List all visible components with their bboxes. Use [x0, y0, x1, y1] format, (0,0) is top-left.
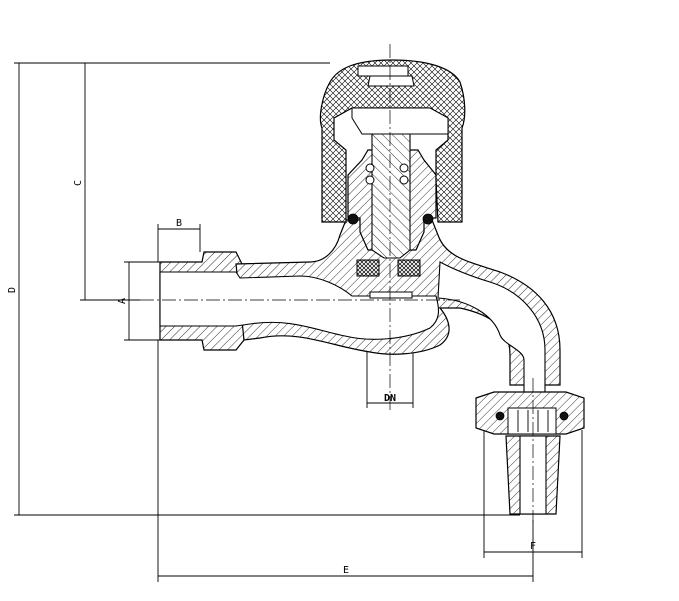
dimension-b: B — [157, 218, 201, 262]
handle-top-insert — [367, 75, 415, 87]
dimension-f: F — [483, 430, 583, 558]
dimension-b-label: B — [176, 218, 182, 229]
dimension-f-label: F — [530, 541, 536, 552]
seal-right — [422, 213, 434, 225]
nut-seal-left — [495, 411, 505, 421]
o-ring-left-bottom — [365, 175, 375, 185]
aerator-insert — [507, 407, 557, 435]
dimension-e-label: E — [343, 565, 349, 576]
handle — [319, 59, 466, 223]
washer-left — [356, 259, 380, 277]
handle-top-button — [357, 65, 409, 77]
washer-right — [397, 259, 421, 277]
handle-cap — [319, 59, 466, 223]
outlet-assembly — [475, 391, 585, 515]
dimension-a: A — [117, 261, 160, 341]
o-ring-right-bottom — [399, 175, 409, 185]
dimension-a-label: A — [117, 298, 128, 304]
o-ring-right-top — [399, 163, 409, 173]
valve-seat — [369, 291, 413, 299]
centerlines — [140, 44, 534, 522]
seal-left — [347, 213, 359, 225]
nut-seal-right — [559, 411, 569, 421]
dimension-c-label: C — [73, 180, 84, 186]
dimension-c: C — [73, 63, 140, 301]
spout-channel — [437, 261, 546, 393]
inlet-bore — [159, 271, 440, 340]
o-ring-left-top — [365, 163, 375, 173]
dimension-d-label: D — [7, 287, 18, 293]
dimension-e: E — [157, 340, 534, 582]
faucet-body — [159, 219, 561, 393]
handle-cavity — [351, 107, 449, 135]
dimension-d: D — [7, 62, 520, 516]
